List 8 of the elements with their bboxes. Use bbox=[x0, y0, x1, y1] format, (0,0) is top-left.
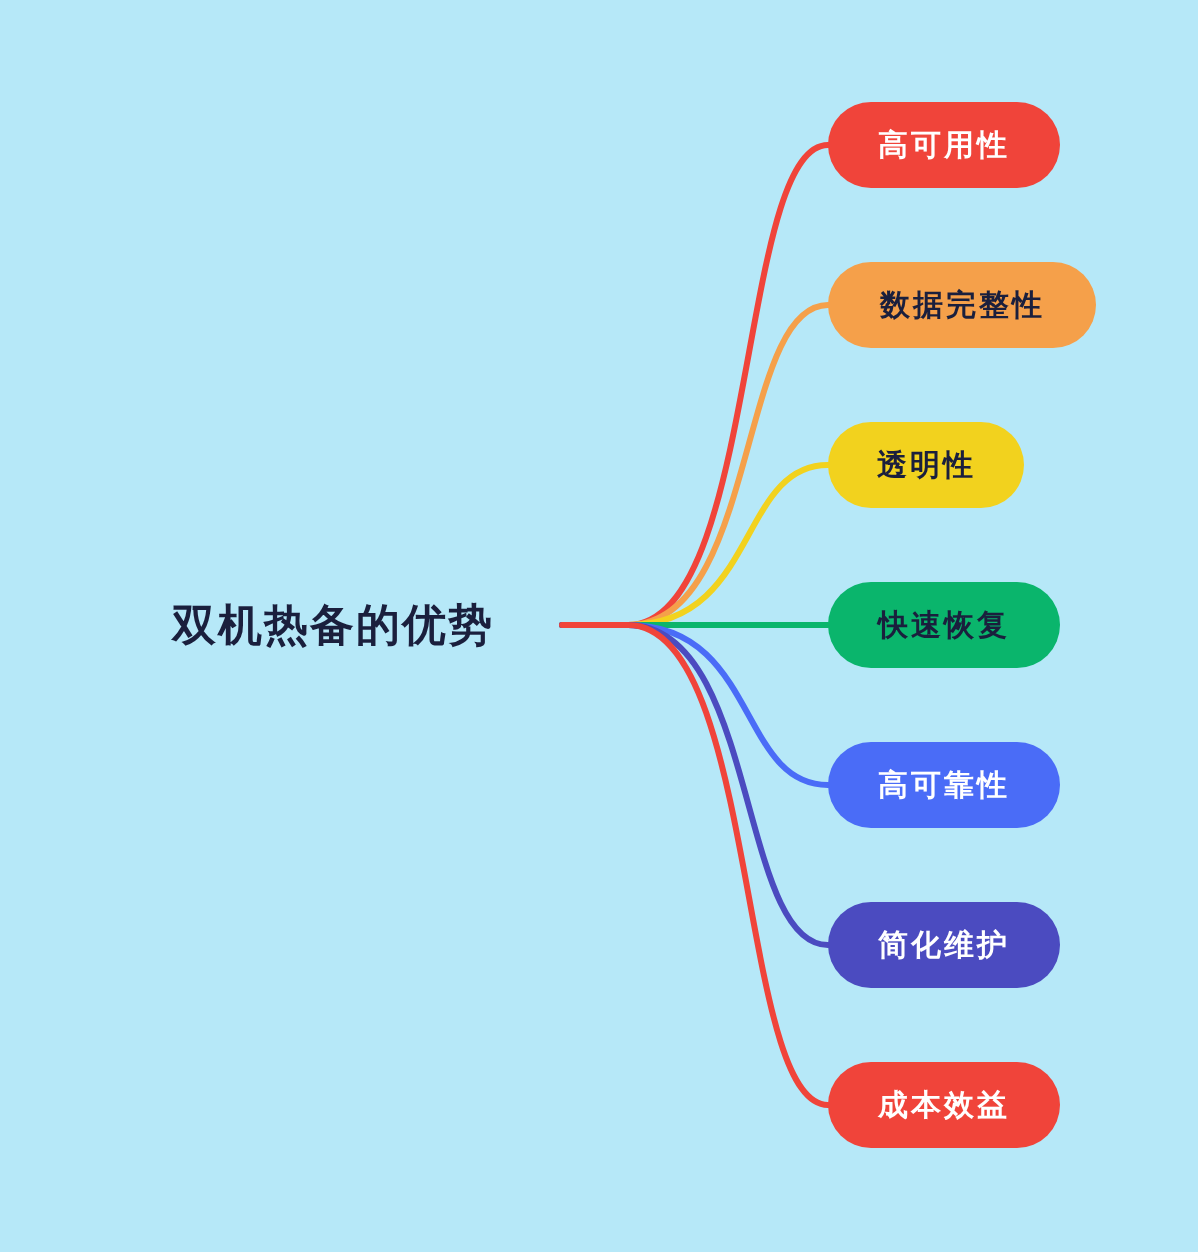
topic-pill: 透明性 bbox=[828, 422, 1024, 508]
topic-text: 双机热备的优势 bbox=[172, 595, 494, 655]
topic-pill: 数据完整性 bbox=[828, 262, 1096, 348]
topic-pill: 成本效益 bbox=[828, 1062, 1060, 1148]
topic-pill: 高可用性 bbox=[828, 102, 1060, 188]
topic-pill: 高可靠性 bbox=[828, 742, 1060, 828]
topic-pill: 简化维护 bbox=[828, 902, 1060, 988]
topic-pill: 快速恢复 bbox=[828, 582, 1060, 668]
